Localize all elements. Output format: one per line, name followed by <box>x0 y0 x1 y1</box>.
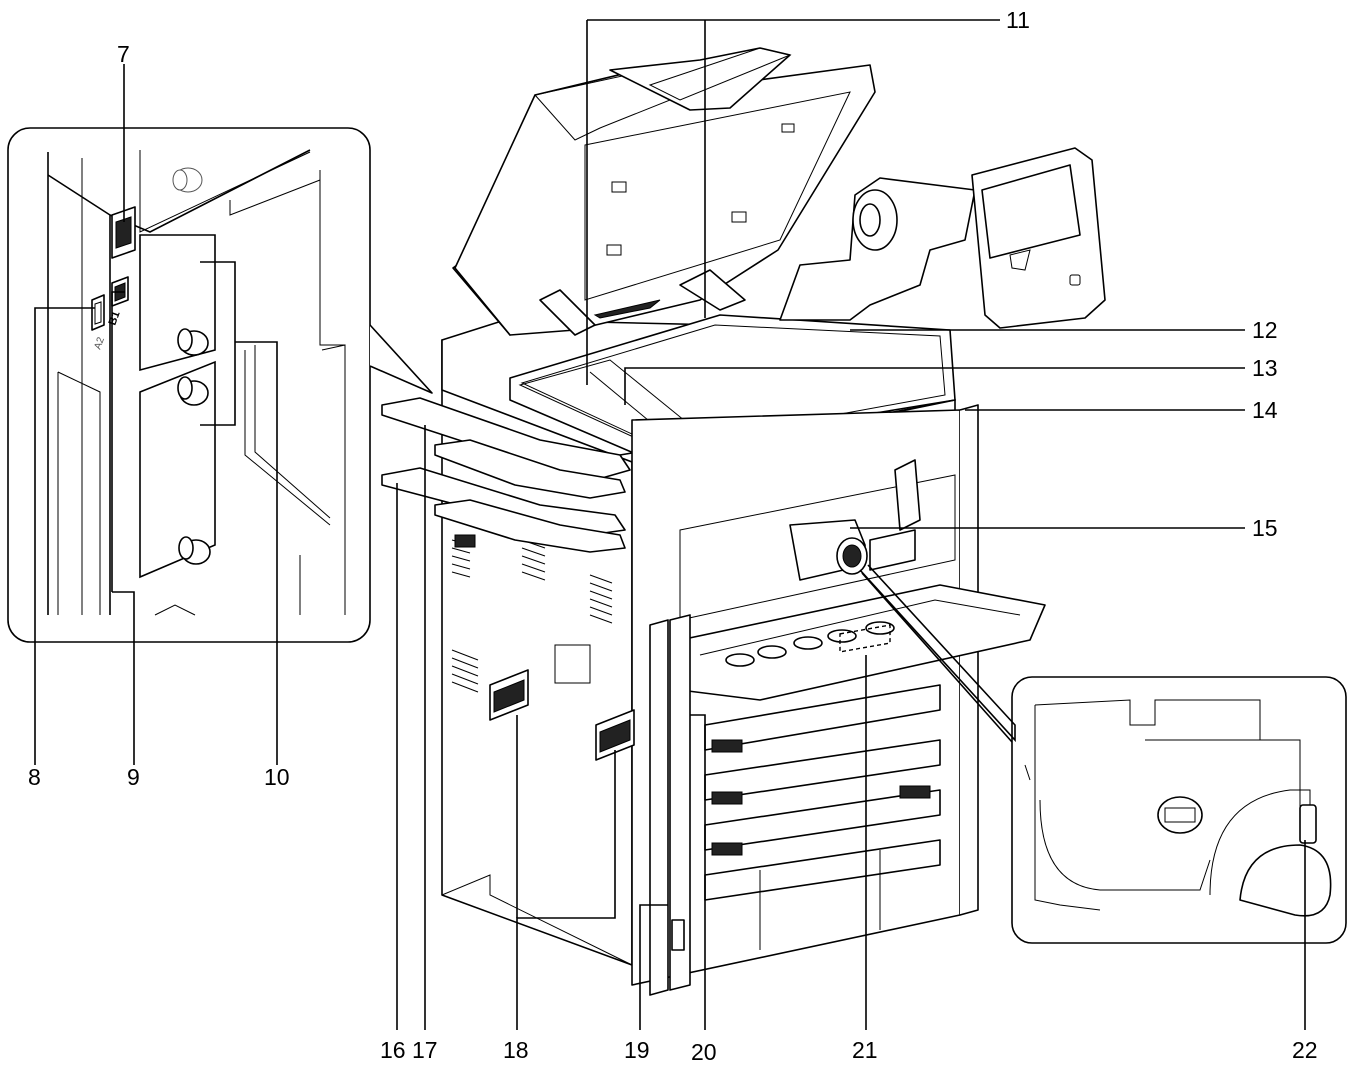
callout-13: 13 <box>1252 355 1278 381</box>
port-label-b1: B1 <box>107 310 123 327</box>
output-trays <box>381 397 631 553</box>
callout-20: 20 <box>691 1039 717 1065</box>
callout-12: 12 <box>1252 317 1278 343</box>
callout-numbers: 7 8 9 10 11 12 13 14 15 16 17 18 19 20 2… <box>28 7 1318 1065</box>
printer-body <box>381 314 1046 996</box>
thumbscrew-top <box>172 167 203 193</box>
thumbscrew-3 <box>178 536 211 565</box>
callout-10: 10 <box>264 764 290 790</box>
callout-14: 14 <box>1252 397 1278 423</box>
inset-pointer-wedge <box>369 324 433 394</box>
callout-9: 9 <box>127 764 140 790</box>
bracket-10 <box>200 261 236 426</box>
network-port <box>111 206 136 259</box>
interface-plate-2 <box>139 360 216 579</box>
thumbscrew-2 <box>177 376 209 406</box>
usb-a2-port: A2 <box>91 294 107 351</box>
callout-11: 11 <box>1006 7 1030 33</box>
thumbscrew-1 <box>177 328 209 356</box>
operation-panel <box>779 147 1106 329</box>
callout-21: 21 <box>852 1037 878 1063</box>
right-cover-2 <box>669 614 691 991</box>
callout-22: 22 <box>1292 1037 1318 1063</box>
callout-18: 18 <box>503 1037 529 1063</box>
toner-container <box>789 519 916 581</box>
document-processor <box>452 47 876 336</box>
callout-8: 8 <box>28 764 41 790</box>
callout-19: 19 <box>624 1037 650 1063</box>
interface-plate-1 <box>139 234 216 372</box>
paper-cassettes <box>704 684 941 901</box>
toner-detail-inset <box>859 564 1347 944</box>
callout-16: 16 <box>380 1037 406 1063</box>
port-label-a2: A2 <box>92 335 107 351</box>
leader-lines <box>34 19 1306 1030</box>
callout-15: 15 <box>1252 515 1278 541</box>
toner-release-lever <box>1299 804 1317 844</box>
callout-7: 7 <box>117 41 130 67</box>
toner-area-marker <box>839 624 891 653</box>
touch-panel-screen <box>981 164 1081 259</box>
rear-ports-inset: B1 A2 <box>7 127 433 643</box>
callout-17: 17 <box>412 1037 438 1063</box>
right-cover-1 <box>649 619 669 996</box>
toner-slots <box>725 621 895 667</box>
